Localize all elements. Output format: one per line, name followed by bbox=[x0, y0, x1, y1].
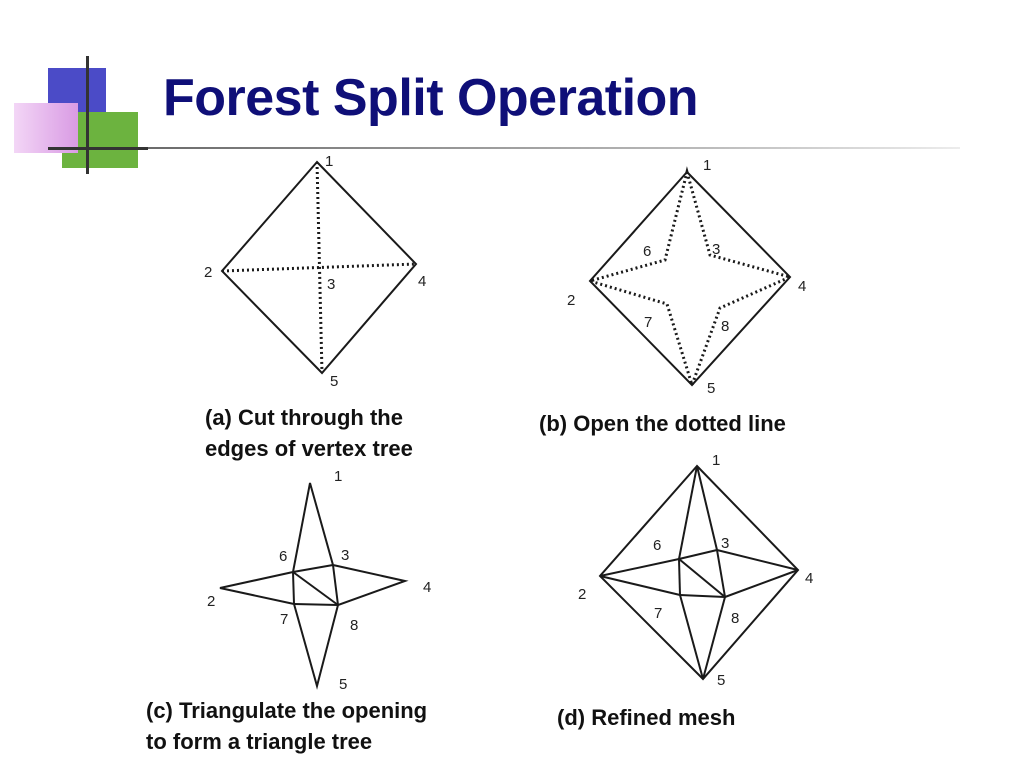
caption-c: (c) Triangulate the opening to form a tr… bbox=[146, 695, 427, 757]
figure-c-edge-6-3 bbox=[292, 564, 334, 573]
figure-d-edge-2-6 bbox=[599, 558, 680, 577]
figure-c-label-7: 7 bbox=[280, 611, 288, 628]
caption-d-line-1: (d) Refined mesh bbox=[557, 705, 736, 730]
figure-b-label-7: 7 bbox=[644, 314, 652, 331]
figure-c-edge-3-8 bbox=[332, 564, 339, 606]
figure-c-label-1: 1 bbox=[334, 468, 342, 485]
title-underline bbox=[148, 147, 960, 149]
figure-a-dotted-horizontal bbox=[221, 262, 417, 273]
figure-d-label-1: 1 bbox=[712, 452, 720, 469]
figure-c-label-2: 2 bbox=[207, 593, 215, 610]
figure-d-label-4: 4 bbox=[805, 570, 813, 587]
figure-d-edge-1-3 bbox=[696, 465, 718, 551]
figure-d-edge-6-8 bbox=[678, 558, 726, 598]
figure-c: 1 2 3 4 5 6 7 8 bbox=[207, 468, 431, 693]
caption-a-line-1: (a) Cut through the bbox=[205, 405, 403, 430]
caption-a: (a) Cut through the edges of vertex tree bbox=[205, 402, 413, 464]
figure-a-label-4: 4 bbox=[418, 273, 426, 290]
figure-d-label-6: 6 bbox=[653, 537, 661, 554]
caption-c-line-2: to form a triangle tree bbox=[146, 729, 373, 754]
figure-d-edge-7-5 bbox=[679, 594, 704, 680]
caption-c-line-1: (c) Triangulate the opening bbox=[146, 698, 428, 723]
figure-c-edge-6-8 bbox=[292, 571, 339, 606]
figure-d-edge-7-8 bbox=[679, 594, 726, 598]
figure-a-label-5: 5 bbox=[330, 373, 338, 390]
figure-c-label-5: 5 bbox=[339, 676, 347, 693]
figure-a: 1 2 3 4 5 bbox=[204, 153, 426, 390]
figure-b-label-4: 4 bbox=[798, 278, 806, 295]
figure-b-label-6: 6 bbox=[643, 243, 651, 260]
figure-d-edge-3-8 bbox=[716, 549, 726, 598]
figure-d-edge-1-6 bbox=[678, 465, 698, 560]
figure-c-label-3: 3 bbox=[341, 547, 349, 564]
caption-b-line-1: (b) Open the dotted line bbox=[539, 411, 786, 436]
caption-d: (d) Refined mesh bbox=[557, 702, 735, 733]
figure-d-label-2: 2 bbox=[578, 586, 586, 603]
figure-b: 1 2 3 4 5 6 7 8 bbox=[567, 157, 806, 397]
figure-b-label-1: 1 bbox=[703, 157, 711, 174]
figure-a-label-1: 1 bbox=[325, 153, 333, 170]
figure-b-outline bbox=[588, 170, 792, 387]
figure-c-label-6: 6 bbox=[279, 548, 287, 565]
figure-b-dotted-star bbox=[584, 166, 795, 390]
caption-b: (b) Open the dotted line bbox=[539, 408, 786, 439]
figure-d-edge-8-4 bbox=[724, 569, 799, 598]
figure-a-label-3: 3 bbox=[327, 276, 335, 293]
slide-title: Forest Split Operation bbox=[163, 69, 699, 127]
deco-pink-square bbox=[14, 103, 78, 153]
figure-b-label-3: 3 bbox=[712, 241, 720, 258]
figure-d-label-7: 7 bbox=[654, 605, 662, 622]
figure-d-edge-6-7 bbox=[678, 558, 681, 596]
figure-b-label-8: 8 bbox=[721, 318, 729, 335]
figure-d-edge-6-3 bbox=[678, 549, 718, 560]
figure-d: 1 2 3 4 5 6 7 8 bbox=[578, 452, 813, 689]
figure-d-edge-2-7 bbox=[599, 575, 681, 596]
figure-c-label-4: 4 bbox=[423, 579, 431, 596]
figure-c-label-8: 8 bbox=[350, 617, 358, 634]
figure-d-outline bbox=[598, 464, 800, 681]
figure-c-edge-6-7 bbox=[292, 571, 295, 605]
figure-d-label-5: 5 bbox=[717, 672, 725, 689]
deco-horizontal-line bbox=[48, 147, 148, 150]
figure-d-label-8: 8 bbox=[731, 610, 739, 627]
figure-d-edge-3-4 bbox=[716, 549, 799, 571]
figure-d-edge-8-5 bbox=[702, 596, 726, 680]
figure-b-label-5: 5 bbox=[707, 380, 715, 397]
deco-vertical-line bbox=[86, 56, 89, 174]
figure-c-star bbox=[219, 482, 409, 690]
figure-a-dotted-vertical bbox=[315, 161, 324, 374]
figure-b-label-2: 2 bbox=[567, 292, 575, 309]
figure-d-label-3: 3 bbox=[721, 535, 729, 552]
figure-a-label-2: 2 bbox=[204, 264, 212, 281]
caption-a-line-2: edges of vertex tree bbox=[205, 436, 413, 461]
figure-c-edge-7-8 bbox=[293, 603, 339, 606]
